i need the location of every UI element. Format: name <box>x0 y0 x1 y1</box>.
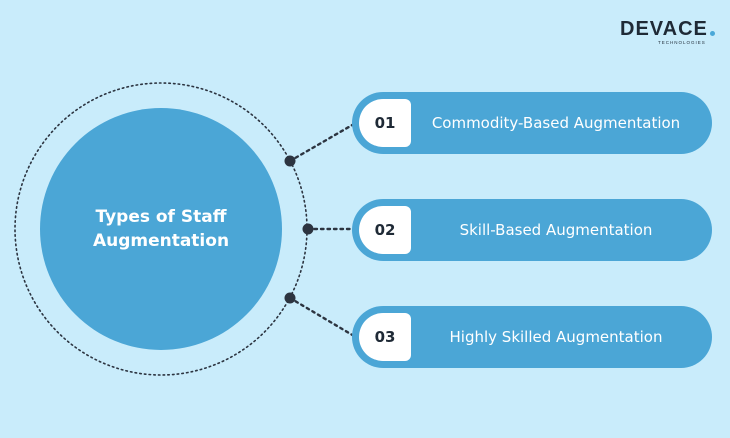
item-number-03: 03 <box>359 313 411 361</box>
item-pill-01: 01 Commodity-Based Augmentation <box>352 92 712 154</box>
item-number-01: 01 <box>359 99 411 147</box>
connector-line-03 <box>288 296 356 338</box>
connector-dot-02 <box>302 223 314 235</box>
connector-dot-03 <box>284 292 296 304</box>
item-label-02: Skill-Based Augmentation <box>459 221 653 239</box>
center-title: Types of Staff Augmentation <box>92 207 230 251</box>
item-label-01: Commodity-Based Augmentation <box>431 114 681 132</box>
item-pill-02: 02 Skill-Based Augmentation <box>352 199 712 261</box>
item-pill-03: 03 Highly Skilled Augmentation <box>352 306 712 368</box>
devace-logo: DEVACE TECHNOLOGIES <box>620 18 720 48</box>
connector-line-01 <box>288 122 356 163</box>
logo-dot-icon <box>710 31 715 36</box>
logo-tagline: TECHNOLOGIES <box>658 40 706 45</box>
connector-dot-01 <box>284 155 296 167</box>
center-circle: Types of Staff Augmentation <box>40 108 282 350</box>
logo-wordmark: DEVACE <box>620 18 708 40</box>
item-label-03: Highly Skilled Augmentation <box>449 328 663 346</box>
item-number-02: 02 <box>359 206 411 254</box>
